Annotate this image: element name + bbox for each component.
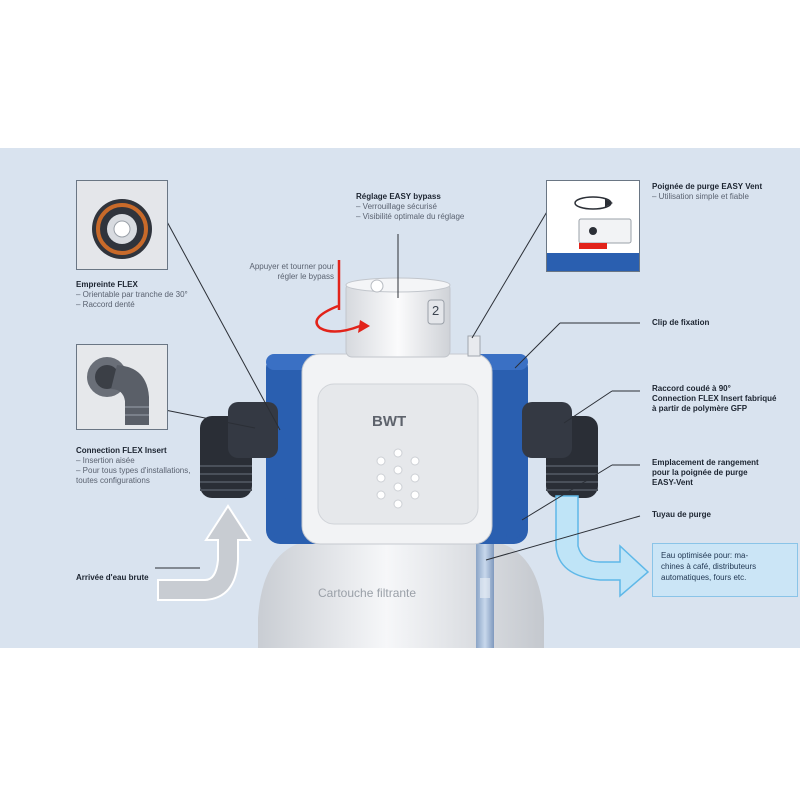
bypass-knob (370, 279, 384, 293)
label-storage-line-3: EASY-Vent (652, 478, 693, 487)
diagram-panel: BWT 2 Cartouche filtrante Appuyer et tou… (0, 148, 800, 648)
inset-flex-print (76, 180, 168, 270)
label-vent-line-1: – Utilisation simple et fiable (652, 192, 749, 201)
hint-line-2: régler le bypass (277, 272, 334, 281)
inlet-arrow (157, 504, 252, 601)
label-bypass-line-2: – Visibilité optimale du réglage (356, 212, 465, 221)
label-vent-title: Poignée de purge EASY Vent (652, 182, 763, 191)
leader-lines (155, 209, 641, 569)
left-fitting (200, 402, 288, 538)
label-vent-handle: Poignée de purge EASY Vent – Utilisation… (652, 182, 762, 202)
label-elbow-line-3: à partir de polymère GFP (652, 404, 748, 413)
head-dots (376, 448, 420, 509)
inset-flex-insert (76, 344, 168, 430)
label-flex-print-line-1: – Orientable par tranche de 30° (76, 290, 188, 299)
callout-line-1: Eau optimisée pour: ma- (661, 551, 749, 560)
label-flex-insert-line-2: – Pour tous types d'installations, (76, 466, 191, 475)
label-elbow-line-1: Raccord coudé à 90° (652, 384, 731, 393)
label-flex-insert-line-1: – Insertion aisée (76, 456, 135, 465)
label-flex-insert: Connection FLEX Insert – Insertion aisée… (76, 446, 190, 486)
label-bypass-title: Réglage EASY bypass (356, 192, 441, 201)
bypass-cap-number: 2 (432, 303, 440, 318)
inset-vent-handle (546, 180, 640, 272)
label-clip-title: Clip de fixation (652, 318, 710, 327)
label-bypass-line-1: – Verrouillage sécurisé (356, 202, 437, 211)
label-flex-print-title: Empreinte FLEX (76, 280, 138, 289)
callout-line-2: chines à café, distributeurs (661, 562, 757, 571)
product-illustration (155, 209, 650, 648)
label-clip: Clip de fixation (652, 318, 709, 328)
hint-text: Appuyer et tourner pour régler le bypass (238, 262, 335, 282)
right-fitting (506, 402, 598, 538)
label-storage: Emplacement de rangement pour la poignée… (652, 458, 759, 488)
label-drain-title: Tuyau de purge (652, 510, 711, 519)
cartridge-label: Cartouche filtrante (318, 586, 417, 600)
label-inlet: Arrivée d'eau brute (76, 573, 149, 583)
label-flex-print: Empreinte FLEX – Orientable par tranche … (76, 280, 188, 310)
brand-logo: BWT (372, 413, 407, 430)
label-flex-insert-title: Connection FLEX Insert (76, 446, 167, 455)
label-storage-line-2: pour la poignée de purge (652, 468, 748, 477)
outlet-arrow (555, 495, 650, 598)
rotate-arrow (315, 260, 361, 333)
label-flex-print-line-2: – Raccord denté (76, 300, 135, 309)
label-inlet-title: Arrivée d'eau brute (76, 573, 149, 582)
callout-line-3: automatiques, fours etc. (661, 573, 747, 582)
label-elbow-line-2: Connection FLEX Insert fabriqué (652, 394, 777, 403)
label-flex-insert-line-3: toutes configurations (76, 476, 150, 485)
label-elbow: Raccord coudé à 90° Connection FLEX Inse… (652, 384, 776, 414)
filter-cartridge (258, 543, 544, 648)
label-storage-line-1: Emplacement de rangement (652, 458, 759, 467)
hint-line-1: Appuyer et tourner pour (249, 262, 335, 271)
optimized-water-callout: Eau optimisée pour: ma- chines à café, d… (652, 543, 798, 597)
label-bypass: Réglage EASY bypass – Verrouillage sécur… (356, 192, 464, 222)
label-drain: Tuyau de purge (652, 510, 711, 520)
